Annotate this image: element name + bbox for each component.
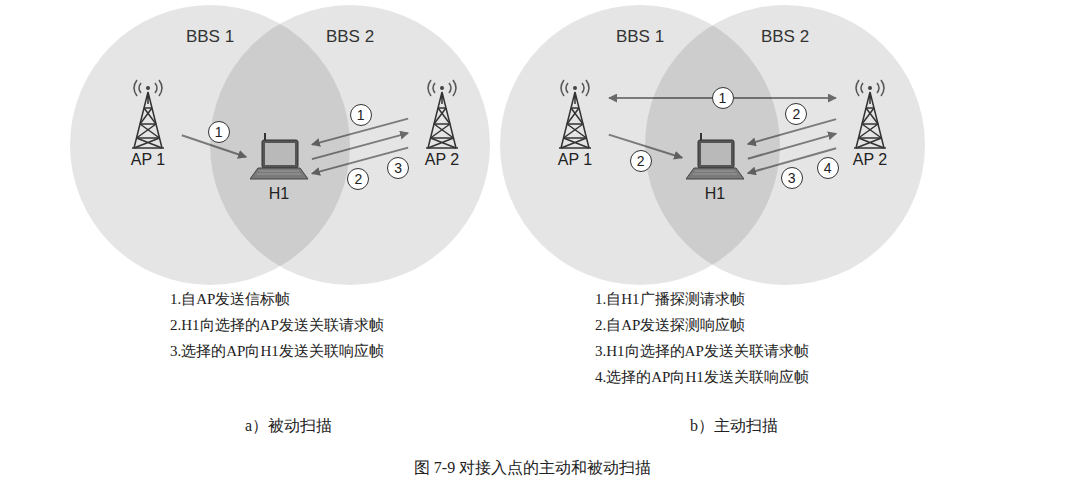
access-point: AP 1 [118, 78, 178, 170]
step-text: 3.选择的AP向H1发送关联响应帧 [170, 343, 384, 359]
host-label: H1 [705, 184, 725, 204]
callout-number: 2 [347, 168, 369, 190]
bss-label: BBS 2 [326, 27, 374, 47]
subfigure-caption: b）主动扫描 [690, 417, 778, 434]
callout-holder: 1 [208, 121, 230, 143]
callout-number: 1 [350, 104, 372, 126]
callout-number: 2 [630, 150, 652, 172]
callout-holder: 2 [785, 103, 807, 125]
step-text: 4.选择的AP向H1发送关联响应帧 [595, 369, 809, 385]
caption-holder: 图 7-9 对接入点的主动和被动扫描 [0, 458, 1065, 479]
callout-number: 1 [208, 121, 230, 143]
step-text: 1.自H1广播探测请求帧 [595, 291, 745, 307]
callout-holder: 1 [712, 87, 734, 109]
callout-number: 3 [387, 157, 409, 179]
label-holder: 3.选择的AP向H1发送关联响应帧 [170, 342, 384, 361]
ap-label: AP 2 [425, 150, 459, 170]
bss-label: BBS 1 [186, 27, 234, 47]
step-text: 3.H1向选择的AP发送关联请求帧 [595, 343, 809, 359]
callout-number: 1 [712, 87, 734, 109]
laptop-icon [250, 132, 308, 184]
callout-number: 3 [781, 167, 803, 189]
label-holder: 2.自AP发送探测响应帧 [595, 316, 745, 335]
antenna-tower-icon [840, 78, 900, 150]
access-point: AP 1 [545, 78, 605, 170]
callout-holder: 4 [817, 157, 839, 179]
antenna-tower-icon [118, 78, 178, 150]
step-text: 1.自AP发送信标帧 [170, 291, 290, 307]
antenna-tower-icon [412, 78, 472, 150]
bss-coverage-circle: BBS 2 AP 2 [210, 5, 490, 285]
figure-caption: 图 7-9 对接入点的主动和被动扫描 [414, 459, 651, 476]
label-holder: b）主动扫描 [690, 416, 778, 437]
ap-label: AP 1 [131, 150, 165, 170]
callout-holder: 3 [387, 157, 409, 179]
bss-label: BBS 2 [761, 27, 809, 47]
step-text: 2.H1向选择的AP发送关联请求帧 [170, 317, 384, 333]
label-holder: 1.自H1广播探测请求帧 [595, 290, 745, 309]
callout-holder: 3 [781, 167, 803, 189]
bss-coverage-circle: BBS 2 AP 2 [645, 5, 925, 285]
bss-label: BBS 1 [616, 27, 664, 47]
callout-holder: 2 [347, 168, 369, 190]
antenna-tower-icon [545, 78, 605, 150]
callout-number: 2 [785, 103, 807, 125]
callout-holder: 1 [350, 104, 372, 126]
callout-holder: 2 [630, 150, 652, 172]
subfigure-caption: a）被动扫描 [245, 417, 332, 434]
label-holder: 3.H1向选择的AP发送关联请求帧 [595, 342, 809, 361]
access-point: AP 2 [840, 78, 900, 170]
label-holder: 2.H1向选择的AP发送关联请求帧 [170, 316, 384, 335]
label-holder: 4.选择的AP向H1发送关联响应帧 [595, 368, 809, 387]
access-point: AP 2 [412, 78, 472, 170]
label-holder: 1.自AP发送信标帧 [170, 290, 290, 309]
ap-label: AP 1 [558, 150, 592, 170]
host-label: H1 [269, 184, 289, 204]
label-holder: a）被动扫描 [245, 416, 332, 437]
wireless-host: H1 [250, 132, 308, 204]
callout-number: 4 [817, 157, 839, 179]
laptop-icon [686, 132, 744, 184]
wireless-host: H1 [686, 132, 744, 204]
ap-label: AP 2 [853, 150, 887, 170]
step-text: 2.自AP发送探测响应帧 [595, 317, 745, 333]
